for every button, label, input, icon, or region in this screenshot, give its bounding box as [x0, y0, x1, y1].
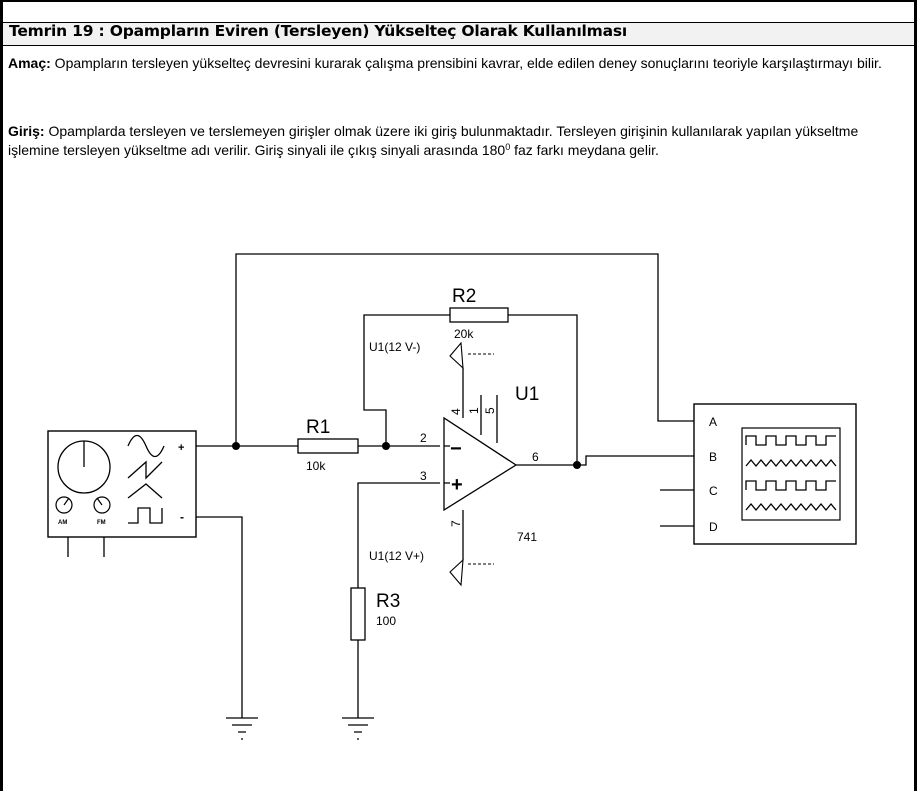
opamp-name: U1: [515, 384, 539, 405]
junction-dot: [573, 461, 581, 469]
inverting-sign: −: [450, 438, 462, 460]
sine-wave-icon: [127, 434, 165, 458]
intro-label: Giriş:: [8, 123, 45, 139]
r2-value: 20k: [454, 327, 474, 341]
wire-input-to-scope-a: [235, 253, 694, 446]
triangle-wave-icon: [127, 483, 163, 499]
wire-r2-right: [508, 314, 578, 465]
title-bar: [3, 22, 914, 46]
supply-pos-label: U1(12 V+): [369, 549, 424, 563]
scope-traces-icon: [745, 435, 837, 512]
sawtooth-wave-icon: [127, 460, 163, 480]
generator-minus: -: [180, 510, 184, 524]
pins-1-5: [480, 395, 498, 443]
r3-name: R3: [376, 591, 400, 612]
intro-paragraph: Giriş: Opamplarda tersleyen ve terslemey…: [8, 122, 906, 160]
r2-name: R2: [452, 286, 476, 307]
opamp-model: 741: [517, 530, 537, 544]
opamp-input-stubs: [444, 445, 450, 484]
oscilloscope: [693, 403, 857, 545]
scope-screen: [741, 427, 841, 521]
signal-generator: [47, 430, 197, 538]
resistor-r3: [350, 587, 366, 641]
intro-tail: faz farkı meydana gelir.: [510, 142, 659, 158]
pin-7-label: 7: [449, 520, 463, 527]
r1-name: R1: [306, 417, 330, 438]
pin-6-label: 6: [532, 450, 539, 464]
aim-text: Opampların tersleyen yükselteç devresini…: [50, 55, 882, 71]
supply-neg-flag-icon: [449, 341, 464, 370]
pin-5-label: 5: [483, 407, 497, 414]
page-title: Temrin 19 : Opampların Eviren (Tersleyen…: [9, 22, 628, 40]
degree-superscript: 0: [505, 142, 511, 152]
ground-icon: [226, 717, 258, 740]
resistor-r1: [297, 438, 359, 454]
pin-4-label: 4: [449, 408, 463, 415]
pin-2-label: 2: [420, 431, 427, 445]
wire-gen-to-ground: [196, 516, 243, 718]
generator-plus: +: [178, 442, 184, 454]
wire-r2-left: [363, 314, 450, 446]
aim-paragraph: Amaç: Opampların tersleyen yükselteç dev…: [8, 54, 906, 73]
scope-channel-d: D: [709, 520, 718, 534]
noninverting-sign: +: [451, 474, 463, 496]
scope-channel-b: B: [709, 450, 717, 464]
junction-dot: [382, 442, 390, 450]
ground-icon: [342, 717, 374, 740]
r3-value: 100: [376, 614, 396, 628]
square-wave-icon: [128, 507, 163, 524]
resistor-r2: [449, 307, 509, 323]
r1-value: 10k: [306, 459, 326, 473]
scope-channel-a: A: [709, 415, 717, 429]
supply-pos-flag-icon: [449, 558, 464, 587]
generator-legs: [67, 537, 105, 557]
junction-dot: [232, 442, 240, 450]
pin-1-label: 1: [467, 407, 481, 414]
aim-label: Amaç:: [8, 55, 51, 71]
opamp-triangle: [443, 416, 518, 512]
scope-channel-c: C: [709, 484, 718, 498]
intro-text: Opamplarda tersleyen ve terslemeyen giri…: [8, 123, 859, 158]
am-label: AM: [58, 520, 67, 526]
supply-neg-label: U1(12 V-): [369, 340, 420, 354]
wire-noninv-to-r3: [357, 482, 440, 588]
fm-label: FM: [97, 520, 106, 526]
pin-3-label: 3: [420, 469, 427, 483]
wire-out-to-scope-b: [516, 455, 694, 466]
